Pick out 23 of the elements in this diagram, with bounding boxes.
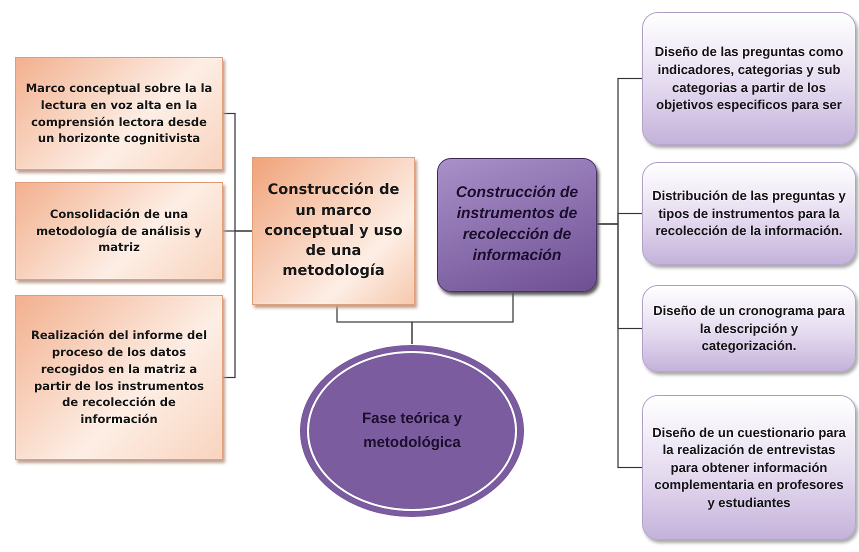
node-text: Fase teórica y metodológica <box>360 409 464 453</box>
node-text: Diseño de las preguntas como indicadores, categorias y sub categorias a partir de los objetivos especificos para ser <box>654 43 844 114</box>
node-text: Construcción de un marco conceptual y uso de una metodología <box>263 181 404 282</box>
node-text: Distribución de las preguntas y tipos de instrumentos para la recolección de la información. <box>651 187 847 240</box>
connector-line <box>597 223 642 468</box>
process-box <box>252 157 415 305</box>
node-text: Diseño de un cuestionario para la realización de entrevistas para obtener información complementaria en profesores y estudiantes <box>651 424 847 512</box>
step-box <box>642 162 856 265</box>
step-box <box>15 295 223 460</box>
step-box <box>15 182 223 280</box>
step-box <box>642 12 856 145</box>
connector-line <box>411 292 514 344</box>
node-text: Realización del informe del proceso de los datos recogidos en la matriz a partir de los instrumentos de recolección de información <box>30 327 208 428</box>
connector-line <box>223 230 252 378</box>
node-text: Construcción de instrumentos de recolección de información <box>454 183 580 266</box>
step-box <box>15 57 223 170</box>
step-box <box>642 285 856 372</box>
phase-ellipse <box>299 344 525 518</box>
step-box <box>642 395 856 540</box>
process-box <box>437 158 597 292</box>
node-text: Diseño de un cronograma para la descripción y categorización. <box>652 302 846 355</box>
node-text: Marco conceptual sobre la la lectura en voz alta en la comprensión lectora desde un horizonte cognitivista <box>24 80 214 147</box>
node-text: Consolidación de una metodología de análisis y matriz <box>35 206 203 256</box>
